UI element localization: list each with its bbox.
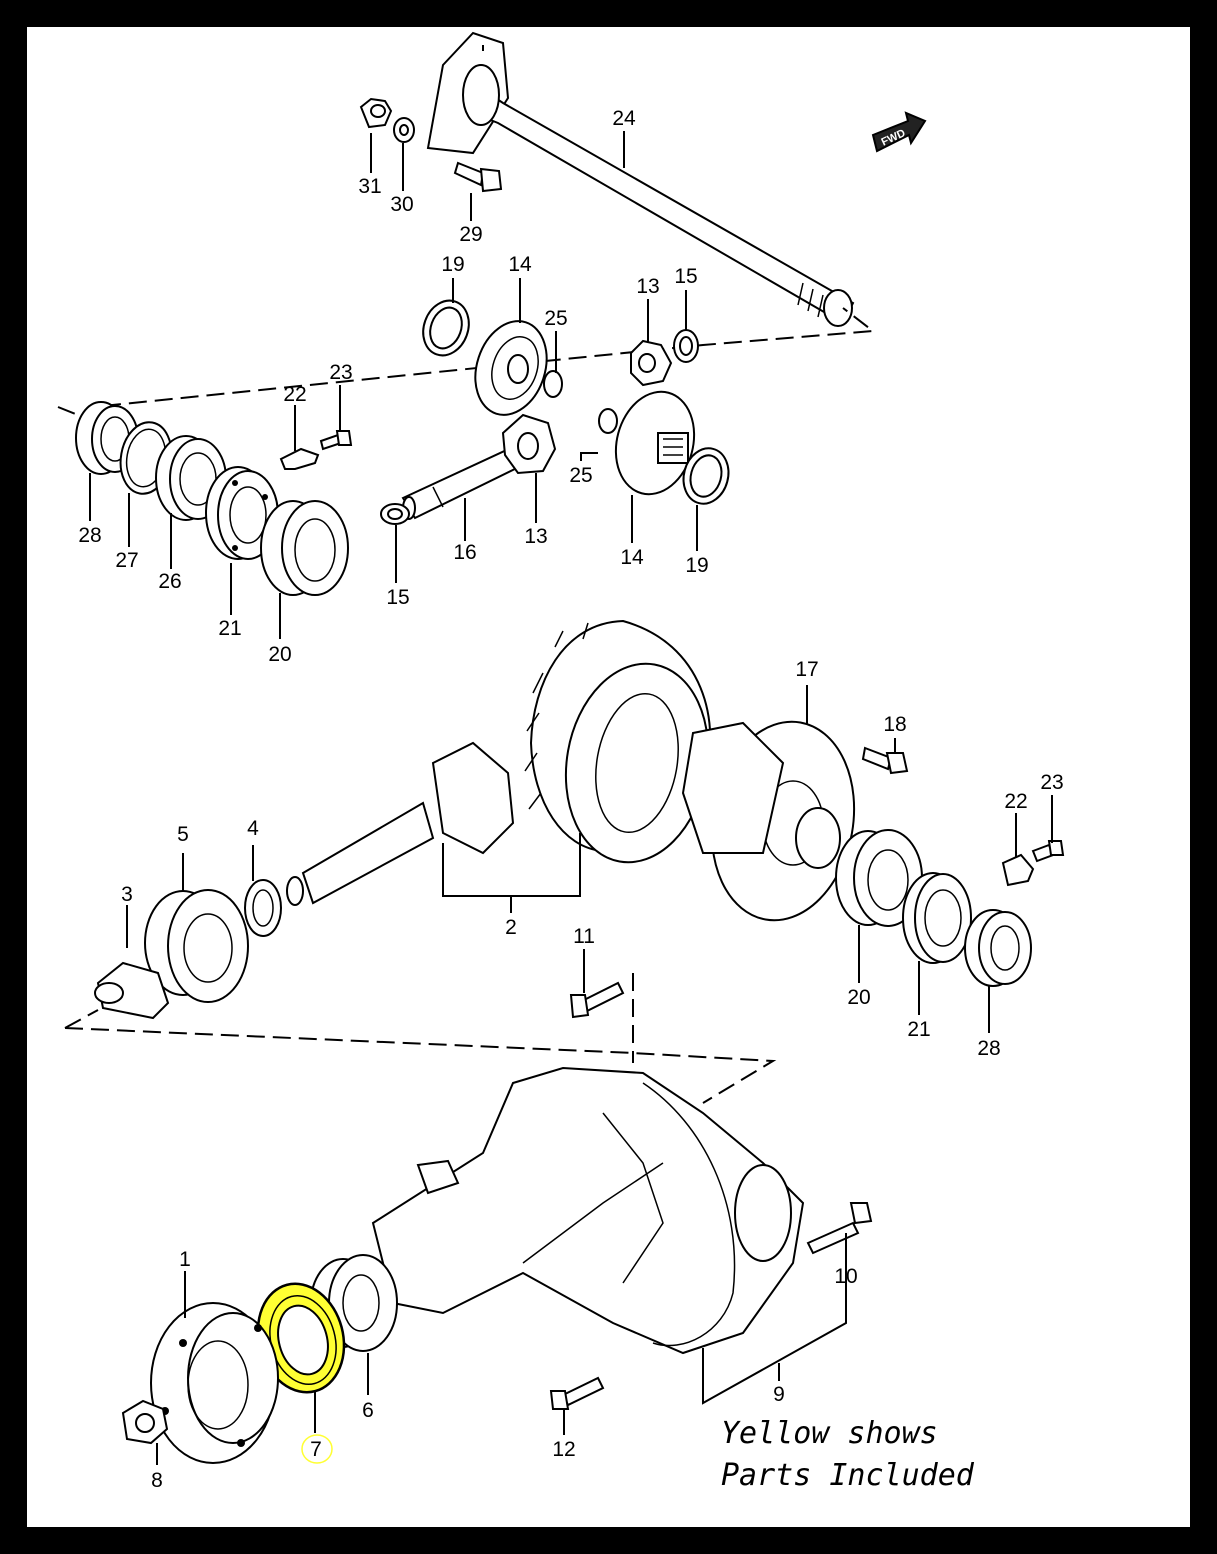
bolt-29 xyxy=(453,161,503,193)
oil-seal-7-highlighted xyxy=(256,1282,346,1394)
ring-gear-2 xyxy=(524,619,712,864)
part-label-27: 27 xyxy=(115,549,138,572)
part-label-23a: 23 xyxy=(329,361,352,384)
part-label-24: 24 xyxy=(612,107,636,130)
part-label-15a: 15 xyxy=(674,265,697,288)
part-label-22a: 22 xyxy=(283,383,306,406)
part-label-28a: 28 xyxy=(78,524,101,547)
spacer-4 xyxy=(244,879,282,937)
pinion-shaft-16 xyxy=(401,445,525,520)
diff-housing-9 xyxy=(371,1066,805,1355)
part-label-21a: 21 xyxy=(218,617,241,640)
part-label-11: 11 xyxy=(573,925,595,948)
exploded-parts-diagram: FWD xyxy=(57,31,1065,1492)
part-label-26: 26 xyxy=(158,570,181,593)
part-label-13b: 13 xyxy=(524,525,547,548)
diagram-frame: FWD xyxy=(24,24,1193,1530)
nut-8 xyxy=(121,1399,169,1445)
part-label-1: 1 xyxy=(179,1248,191,1271)
bolt-10 xyxy=(806,1202,873,1255)
part-label-31: 31 xyxy=(358,175,381,198)
part-label-28b: 28 xyxy=(977,1037,1000,1060)
pin-25a xyxy=(543,370,563,398)
part-label-29: 29 xyxy=(459,223,482,246)
part-labels: 31 30 29 24 19 14 25 13 15 23 22 28 27 2… xyxy=(78,107,1063,1492)
part-label-15b: 15 xyxy=(386,586,409,609)
pinion-gear-13a xyxy=(630,339,673,387)
drive-pinion xyxy=(286,741,515,906)
bearing-20a xyxy=(260,500,349,596)
part-label-6: 6 xyxy=(362,1399,374,1422)
part-label-9: 9 xyxy=(773,1383,785,1406)
part-label-25a: 25 xyxy=(544,307,567,330)
part-label-10: 10 xyxy=(834,1265,857,1288)
thrust-washer-19a xyxy=(422,299,470,357)
part-label-20a: 20 xyxy=(268,643,291,666)
part-label-18: 18 xyxy=(883,713,906,736)
part-label-19b: 19 xyxy=(685,554,708,577)
oil-seal-28b xyxy=(964,909,1032,987)
side-gear-14a xyxy=(474,320,548,416)
nut-31 xyxy=(359,97,393,129)
part-label-17: 17 xyxy=(795,658,818,681)
part-label-20b: 20 xyxy=(847,986,870,1009)
part-label-13a: 13 xyxy=(636,275,659,298)
pin-25b xyxy=(598,408,618,434)
washer-15a xyxy=(673,329,699,363)
axle-shaft xyxy=(426,31,855,327)
diff-case-17 xyxy=(681,720,856,922)
part-label-8: 8 xyxy=(151,1469,163,1492)
part-label-12: 12 xyxy=(552,1438,575,1461)
part-label-2: 2 xyxy=(505,916,517,939)
part-label-3: 3 xyxy=(121,883,133,906)
part-label-16: 16 xyxy=(453,541,476,564)
assembly-guide-middle xyxy=(64,973,777,1104)
legend-line-2: Parts Included xyxy=(721,1458,974,1493)
lock-plate-22b xyxy=(1001,853,1035,887)
bearing-5 xyxy=(144,889,249,1003)
bolt-11 xyxy=(569,981,625,1019)
pinion-gear-13b xyxy=(501,413,557,475)
bolt-18 xyxy=(861,746,909,775)
adjuster-ring-21b xyxy=(902,872,972,964)
part-label-14a: 14 xyxy=(508,253,532,276)
part-label-25b: 25 xyxy=(569,464,592,487)
side-gear-14b xyxy=(614,390,696,496)
bolt-12 xyxy=(549,1376,605,1410)
part-label-14b: 14 xyxy=(620,546,644,569)
part-label-7: 7 xyxy=(310,1438,322,1461)
washer-30 xyxy=(393,117,415,143)
thrust-washer-19b xyxy=(682,447,730,505)
part-label-30: 30 xyxy=(390,193,413,216)
highlight-circle xyxy=(301,1434,333,1464)
part-label-23b: 23 xyxy=(1040,771,1063,794)
part-label-22b: 22 xyxy=(1004,790,1027,813)
lock-plate-22a xyxy=(279,447,320,470)
part-label-19a: 19 xyxy=(441,253,464,276)
part-label-5: 5 xyxy=(177,823,189,846)
collar-3 xyxy=(94,961,170,1020)
part-label-4: 4 xyxy=(247,817,259,840)
bolt-23b xyxy=(1031,840,1065,863)
washer-15b xyxy=(380,503,410,525)
fwd-arrow-icon: FWD xyxy=(871,111,927,153)
part-label-21b: 21 xyxy=(907,1018,930,1041)
leader-lines xyxy=(89,131,1053,1465)
companion-flange-1 xyxy=(150,1302,279,1464)
legend-line-1: Yellow shows xyxy=(721,1416,938,1451)
bolt-23a xyxy=(319,430,353,451)
